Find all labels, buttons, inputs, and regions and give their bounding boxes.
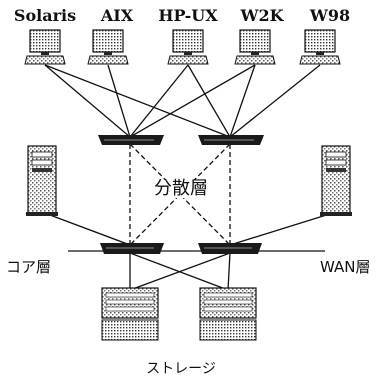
link-aix-dist-left [108, 65, 130, 137]
link-server-left-core-left [42, 212, 130, 245]
monitor-keyboard-icon [235, 30, 275, 64]
link-server-right-core-right [230, 212, 336, 245]
core-layer-label: コア層 [6, 260, 51, 275]
link-core-right-storage-right [228, 253, 230, 290]
wan-layer-label: WAN層 [320, 260, 371, 275]
terminal-label-hpux: HP-UX [158, 8, 217, 24]
storage-array-icon [200, 288, 256, 340]
monitor-keyboard-icon [88, 30, 128, 64]
link-w98-dist-right [230, 65, 320, 137]
storage-layer-label: ストレージ [146, 362, 216, 376]
link-solaris-dist-right [45, 65, 230, 137]
network-switch-icon [100, 243, 164, 254]
storage-array-icon [102, 288, 158, 340]
distribution-layer-label: 分散層 [152, 180, 210, 198]
terminal-icons [25, 30, 340, 64]
terminal-label-aix: AIX [101, 8, 133, 24]
core-switches [100, 243, 262, 254]
terminal-label-w98: W98 [310, 8, 350, 24]
monitor-keyboard-icon [300, 30, 340, 64]
network-switch-icon [198, 243, 262, 254]
distribution-switches [98, 135, 264, 145]
tower-server-icon [26, 146, 58, 216]
terminal-label-solaris: Solaris [14, 8, 76, 24]
tower-server-icon [320, 146, 352, 216]
network-switch-icon [98, 135, 164, 145]
terminal-label-w2k: W2K [240, 8, 283, 24]
monitor-keyboard-icon [25, 30, 65, 64]
network-switch-icon [198, 135, 264, 145]
monitor-keyboard-icon [168, 30, 208, 64]
link-solaris-dist-left [45, 65, 130, 137]
link-w2k-dist-left [130, 65, 255, 137]
link-hpux-dist-right [188, 65, 230, 137]
